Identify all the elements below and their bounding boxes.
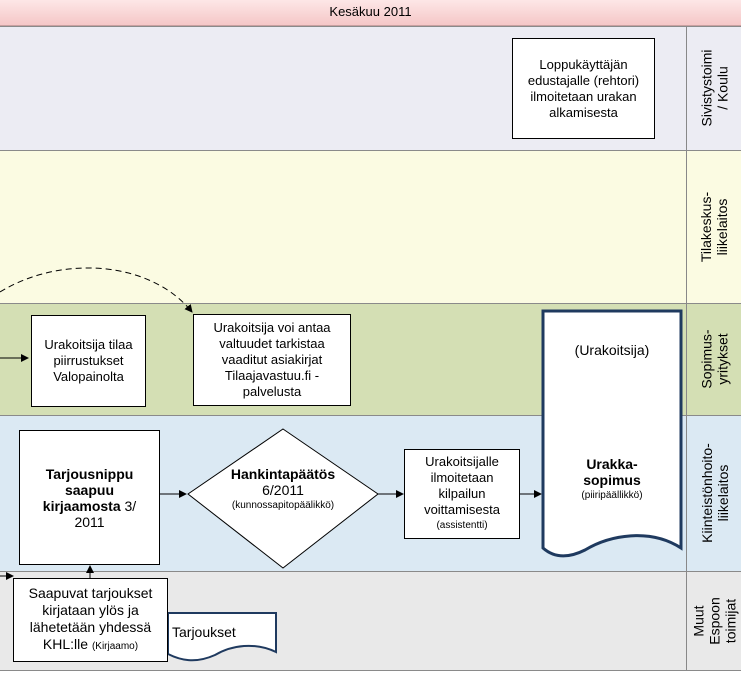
dashed-curve-arrow — [0, 267, 193, 313]
lane-divider — [0, 26, 741, 27]
saapuvat-text: Saapuvat tarjoukset kirjataan ylös ja lä… — [28, 585, 153, 652]
box-tarjousnippu: Tarjousnippu saapuu kirjaamosta 3/ 2011 — [19, 430, 160, 565]
urakka-title: Urakka-sopimus — [583, 456, 641, 488]
lane-divider — [0, 150, 741, 151]
urakoitsija-label: (Urakoitsija) — [574, 342, 650, 358]
box-ilmoitetaan: Urakoitsijalle ilmoitetaan kilpailun voi… — [404, 449, 520, 539]
diagram-header: Kesäkuu 2011 — [0, 0, 741, 26]
box-role: (assistentti) — [436, 520, 488, 531]
saapuvat-role: (Kirjaamo) — [91, 641, 139, 652]
hankinta-date: 6/2011 — [262, 482, 304, 498]
tarjousnippu-bold: Tarjousnippu saapuu kirjaamosta — [42, 465, 134, 514]
box-text: Loppukäyttäjän edustajalle (rehtori) ilm… — [527, 56, 640, 120]
lane-label-sivistystoimi: Sivistystoimi / Koulu — [686, 26, 741, 150]
lane-label-muut: Muut Espoon toimijat — [686, 571, 741, 671]
box-text: Urakoitsija tilaa piirrustukset Valopain… — [44, 337, 133, 384]
header-title: Kesäkuu 2011 — [329, 4, 412, 19]
lane-label-kiinteistonhoito: Kiinteistönhoito-liikelaitos — [686, 415, 741, 571]
tarjoukset-label: Tarjoukset — [172, 624, 236, 640]
lane-divider — [0, 571, 741, 572]
box-urakoitsija-tilaa: Urakoitsija tilaa piirrustukset Valopain… — [31, 315, 146, 407]
lane-label-tilakeskus: Tilakeskus-liikelaitos — [686, 150, 741, 303]
urakka-label: Urakka-sopimus (piiripäällikkö) — [543, 456, 681, 504]
urakka-role: (piiripäällikkö) — [581, 490, 643, 501]
tarjoukset-document-shape — [167, 612, 277, 662]
urakka-document-shape — [541, 309, 683, 558]
hankinta-title: Hankintapäätös — [230, 466, 336, 482]
hankinta-label: Hankintapäätös 6/2011 (kunnossapitopääli… — [208, 466, 358, 514]
hankinta-role: (kunnossapitopäälikkö) — [231, 500, 335, 511]
box-text: Tarjousnippu saapuu kirjaamosta 3/ 2011 — [28, 466, 151, 530]
box-valtuudet: Urakoitsija voi antaa valtuudet tarkista… — [193, 314, 351, 406]
lane-divider — [0, 303, 741, 304]
box-text: Urakoitsijalle ilmoitetaan kilpailun voi… — [424, 454, 500, 517]
tarjousnippu-date: 3/ 2011 — [74, 497, 137, 530]
box-saapuvat: Saapuvat tarjoukset kirjataan ylös ja lä… — [13, 578, 168, 662]
lane-tilakeskus — [0, 150, 686, 303]
lane-divider — [0, 415, 741, 416]
lane-divider — [0, 670, 741, 671]
box-text: Urakoitsija voi antaa valtuudet tarkista… — [213, 320, 331, 399]
hankinta-decision-diamond — [187, 428, 379, 569]
box-loppukayttaja: Loppukäyttäjän edustajalle (rehtori) ilm… — [512, 38, 655, 139]
lane-label-sopimusyritykset: Sopimus-yritykset — [686, 303, 741, 415]
box-text: Saapuvat tarjoukset kirjataan ylös ja lä… — [17, 585, 164, 655]
